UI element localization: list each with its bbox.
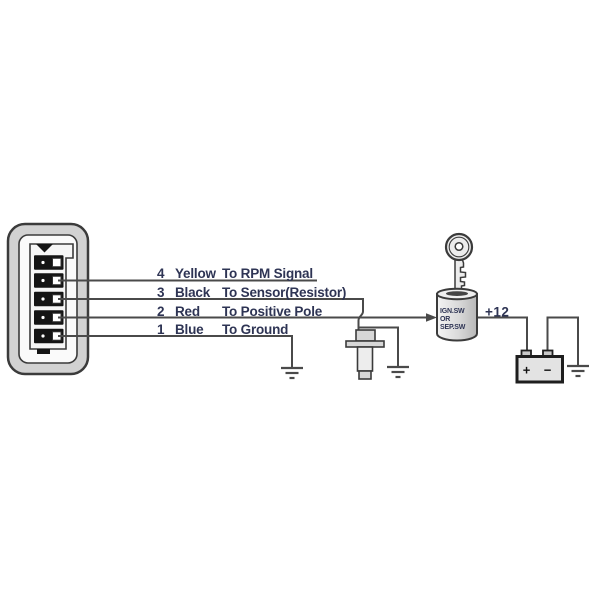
wire-color-name: Red xyxy=(175,303,200,319)
wire-number: 4 xyxy=(157,266,165,281)
key-shaft xyxy=(454,256,467,291)
pin-slot xyxy=(34,291,64,307)
wire-destination: To RPM Signal xyxy=(222,266,313,281)
key-icon xyxy=(444,232,474,291)
key-slot xyxy=(446,291,468,296)
sensor-tip xyxy=(358,370,372,380)
battery-symbol: + − xyxy=(515,349,564,384)
ground-symbol xyxy=(281,366,303,380)
wire-color-name: Black xyxy=(175,285,211,300)
connector-key-notch xyxy=(36,244,53,253)
wire-number: 3 xyxy=(157,285,165,300)
sensor-ground-lead xyxy=(358,326,399,366)
ignition-switch-cylinder: IGN.SW OR SEP.SW xyxy=(436,287,478,342)
sensor-flange xyxy=(345,340,385,348)
pin-slot xyxy=(34,310,64,325)
wire-destination: To Sensor(Resistor) xyxy=(222,285,347,300)
sensor-probe xyxy=(345,329,385,380)
wire-color-name: Yellow xyxy=(175,266,216,281)
switch-to-battery-positive-lead xyxy=(477,316,528,351)
battery-negative-lead xyxy=(546,316,579,365)
switch-label-line2: OR xyxy=(440,316,450,323)
switch-label-line1: IGN.SW xyxy=(440,308,465,315)
switch-label-line3: SEP.SW xyxy=(440,324,466,331)
wire-label-row: 3 Black To Sensor(Resistor) xyxy=(157,285,427,300)
wire-destination: To Ground xyxy=(222,322,289,337)
wire-blue-ground xyxy=(58,335,293,367)
battery-case xyxy=(515,355,564,384)
connector-pins xyxy=(34,255,64,344)
battery-plus-sign: + xyxy=(523,363,531,378)
ground-symbol xyxy=(387,365,409,379)
wire-label-row: 2 Red To Positive Pole xyxy=(157,304,427,319)
battery-minus-sign: − xyxy=(544,363,552,378)
wire-black-sensor xyxy=(58,298,364,330)
ground-symbol xyxy=(567,364,589,378)
wire-destination: To Positive Pole xyxy=(222,303,323,319)
connector-bottom-tab xyxy=(37,349,50,354)
sensor-stem xyxy=(356,346,374,372)
key-hole xyxy=(454,241,464,252)
plus12-label: +12 xyxy=(485,305,509,320)
switch-body xyxy=(436,293,478,342)
wire-arrowhead xyxy=(426,313,437,322)
wire-label-row: 1 Blue To Ground xyxy=(157,322,427,337)
wire-number: 1 xyxy=(157,322,165,337)
pin-slot xyxy=(34,255,64,270)
wire-color-name: Blue xyxy=(175,322,204,337)
wire-number: 2 xyxy=(157,303,165,319)
wire-label-row: 4 Yellow To RPM Signal xyxy=(157,266,427,281)
